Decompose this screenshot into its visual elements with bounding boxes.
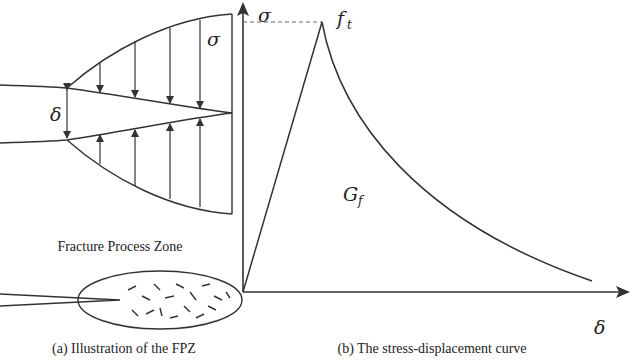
zone-caption: Fracture Process Zone (57, 240, 182, 254)
strength-subscript: t (347, 19, 352, 31)
crack (0, 294, 120, 306)
crack-face (0, 85, 232, 113)
softening-curve (243, 22, 592, 292)
x-axis (243, 291, 628, 293)
panel-caption: (b) The stress-displacement curve (337, 342, 526, 356)
stress-envelope (67, 14, 232, 88)
axis-label: σ (258, 6, 271, 25)
panel-caption: (a) Illustration of the FPZ (52, 342, 196, 356)
microcracks (128, 284, 230, 318)
opening-symbol: δ (50, 105, 61, 124)
energy-subscript: f (358, 195, 362, 207)
energy-symbol: G (343, 185, 358, 204)
process-zone-edge (231, 14, 232, 214)
strength-symbol: f (337, 9, 344, 28)
process-zone (78, 271, 242, 329)
y-axis (242, 4, 244, 292)
stress-envelope (67, 140, 232, 214)
stress-symbol: σ (207, 30, 220, 49)
axis-label: δ (594, 318, 605, 337)
crack-face (0, 113, 232, 143)
